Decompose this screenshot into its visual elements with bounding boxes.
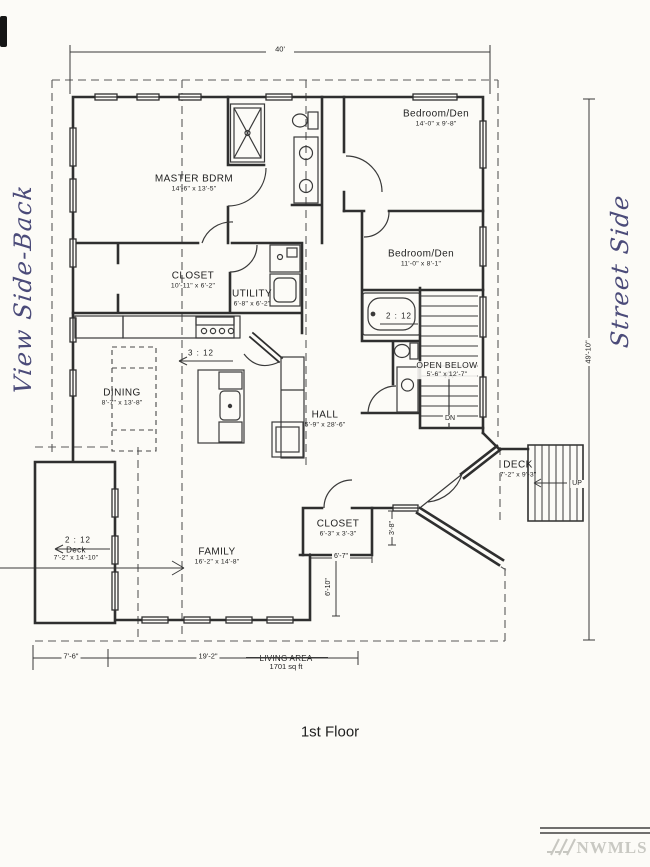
windows <box>69 93 487 624</box>
room-label-deck-right: DECK 7'-2" x 9'-3" <box>500 459 537 478</box>
dim-family-width: 19'-2" <box>196 651 220 662</box>
bathtub <box>362 292 421 336</box>
room-dims: 5'-6" x 12'-7" <box>426 370 468 378</box>
window-col-right <box>479 120 487 418</box>
room-label-closet-lower: CLOSET 6'-3" x 3'-3" <box>317 518 359 537</box>
dim-porch-depth: 6'-10" <box>324 578 332 596</box>
room-label-family: FAMILY 16'-2" x 14'-8" <box>195 546 240 565</box>
handwritten-note-left: View Side-Back <box>9 182 38 396</box>
living-area-note: LIVING AREA 1701 sq ft <box>259 654 312 672</box>
room-label-bedroom-den-upper: Bedroom/Den 14'-0" x 9'-8" <box>403 108 469 127</box>
shower-stall <box>229 103 266 163</box>
room-dims: 6'-3" x 3'-3" <box>319 529 357 537</box>
room-name: DECK <box>503 459 533 471</box>
room-name: Bedroom/Den <box>402 108 470 120</box>
room-name: Deck <box>66 545 86 555</box>
window-row-family-south <box>141 616 294 624</box>
scanner-mark <box>0 16 7 47</box>
toilet-master-bath <box>291 111 319 130</box>
scan-artifacts <box>0 16 650 834</box>
room-label-dining: DINING 8'-7" x 13'-8" <box>102 387 143 406</box>
dining-table <box>111 346 157 452</box>
room-dims: 11'-0" x 8'-1" <box>400 259 442 267</box>
room-name: OPEN BELOW <box>416 360 478 371</box>
door-arcs <box>201 155 463 509</box>
living-area-label: LIVING AREA <box>259 654 313 664</box>
fixtures <box>74 103 421 459</box>
handwritten-note-right: Street Side <box>606 192 635 350</box>
living-area-value: 1701 sq ft <box>269 662 303 672</box>
roof-pitch-bath-label: 2 : 12 <box>385 311 413 321</box>
room-label-hall: HALL 5'-9" x 28'-6" <box>305 409 346 428</box>
room-label-deck-left: Deck 7'-2" x 14'-10" <box>54 546 99 563</box>
vanity-hall-bath <box>396 366 419 413</box>
kitchen-counters <box>74 315 241 339</box>
room-name: CLOSET <box>171 270 215 282</box>
room-name: CLOSET <box>316 518 360 530</box>
room-dims: 14'-6" x 13'-5" <box>171 184 217 192</box>
room-label-closet-upper: CLOSET 10'-11" x 6'-2" <box>171 270 215 289</box>
page-title: 1st Floor <box>300 723 360 741</box>
room-name: UTILITY <box>231 288 273 300</box>
vanity-master-bath <box>293 136 319 204</box>
stairs-up-label: UP <box>570 479 584 489</box>
dim-deck-width: 7'-6" <box>61 651 81 662</box>
room-dims: 6'-8" x 6'-2" <box>233 299 271 307</box>
room-label-master-bdrm: MASTER BDRM 14'-6" x 13'-5" <box>155 173 233 192</box>
window-col-family-west <box>111 488 119 611</box>
room-name: FAMILY <box>198 546 236 558</box>
kitchen-right-counter <box>271 356 305 459</box>
utility-appliances <box>269 244 301 307</box>
nwmls-logo-icon <box>547 838 576 856</box>
room-name: MASTER BDRM <box>154 173 234 185</box>
room-label-utility: UTILITY 6'-8" x 6'-2" <box>232 288 272 307</box>
toilet-hall-bath <box>393 342 419 360</box>
dim-overall-width: 40' <box>275 44 285 54</box>
kitchen-island <box>197 369 245 444</box>
roof-pitch-kitchen-label: 3 : 12 <box>187 348 215 358</box>
room-name: DINING <box>103 387 141 399</box>
window-col-left <box>69 127 77 397</box>
room-dims: 5'-9" x 28'-6" <box>304 420 346 428</box>
window-bay <box>392 504 419 512</box>
room-dims: 10'-11" x 6'-2" <box>170 281 216 289</box>
room-dims: 8'-7" x 13'-8" <box>101 398 143 406</box>
dim-closet-width: 6'-7" <box>332 552 350 562</box>
room-label-open-below: OPEN BELOW 5'-6" x 12'-7" <box>416 360 478 379</box>
room-label-bedroom-den-lower: Bedroom/Den 11'-0" x 8'-1" <box>388 248 454 267</box>
watermark-brand: NWMLS <box>576 838 648 858</box>
room-name: Bedroom/Den <box>387 248 455 260</box>
stairs-down-label: DN <box>442 414 458 424</box>
deck-stairs <box>534 445 578 521</box>
roof-pitch-deck-label: 2 : 12 <box>64 535 92 545</box>
dim-overall-depth: 49'-10" <box>583 340 593 364</box>
room-name: HALL <box>311 409 339 421</box>
room-dims: 14'-0" x 9'-8" <box>415 119 457 127</box>
room-dims: 16'-2" x 14'-8" <box>194 557 240 565</box>
window-row-top <box>94 93 458 101</box>
dimension-line-overlay <box>246 657 328 658</box>
dim-entry-depth: 3'-8" <box>388 519 398 537</box>
room-dims: 7'-2" x 14'-10" <box>53 554 99 562</box>
room-dims: 7'-2" x 9'-3" <box>499 470 537 478</box>
